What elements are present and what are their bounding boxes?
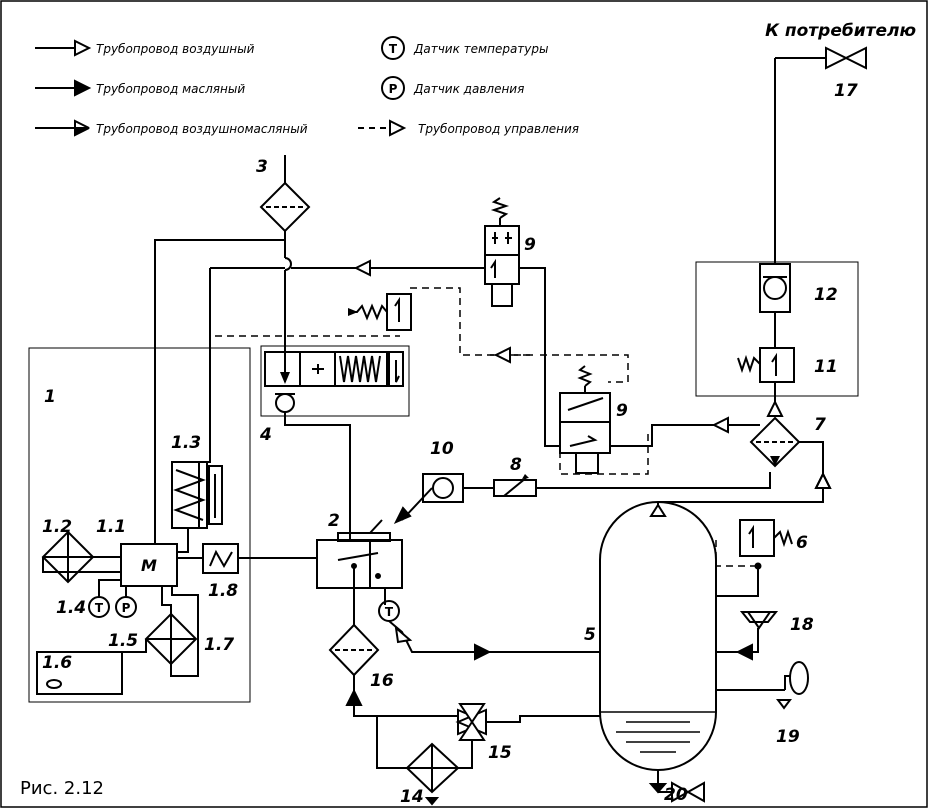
label-1-6: 1.6 [42,653,72,673]
outlet-frame [695,261,859,397]
label-2: 2 [328,511,340,531]
labels: 1 1.1 1.2 1.3 1.4 1.5 1.6 1.7 1.8 2 3 4 … [20,81,858,807]
pressure-sensor-icon [381,76,405,100]
label-3: 3 [256,157,268,177]
check-valve-4 [275,393,295,413]
sensor-p-1: P [122,601,131,615]
label-7: 7 [814,415,826,435]
label-1-3: 1.3 [171,433,201,453]
intake-filter-3 [259,155,311,382]
solenoid-valve-9-upper [484,197,560,447]
temperature-sensor-icon [381,36,405,60]
label-12: 12 [814,285,838,305]
label-1-8: 1.8 [208,581,238,601]
motor-box [120,543,178,587]
label-1-4: 1.4 [56,598,86,618]
label-4: 4 [259,425,272,445]
label-10: 10 [430,439,454,459]
legend-air: Трубопровод воздушный [96,42,255,56]
label-9-lower: 9 [616,401,628,421]
legend-pressure: Датчик давления [413,82,524,96]
separator-tank-5 [599,471,832,803]
inlet-valve-frame [260,345,410,417]
label-8: 8 [510,455,522,475]
outlet-block [695,46,867,476]
motor-letter: M [141,556,157,575]
sensor-t-1: T [95,601,104,615]
valve-17 [825,46,849,70]
label-1-2: 1.2 [42,517,72,537]
label-15: 15 [488,743,512,763]
safety-valve-6 [739,519,775,557]
legend: Трубопровод воздушный Трубопровод маслян… [35,36,579,137]
control-arrow [493,346,511,364]
label-1-7: 1.7 [204,635,234,655]
relief-valve [348,293,412,331]
sensor-t-2: T [385,605,394,619]
min-pressure-valve-11 [759,347,795,383]
label-5: 5 [584,625,596,645]
label-14: 14 [400,787,424,807]
legend-oil: Трубопровод масляный [96,82,245,96]
drain-valve-20 [671,781,691,803]
control-lines [215,287,758,567]
legend-temp-symbol: T [389,42,398,56]
legend-control: Трубопровод управления [418,122,579,136]
motor-unit-block: M T P [28,239,317,703]
label-17: 17 [834,81,858,101]
solenoid-valve-9-lower [559,365,760,474]
label-20: 20 [664,785,688,805]
motor-unit-frame [28,347,251,703]
legend-temp: Датчик температуры [413,42,548,56]
level-indicator-19 [789,661,809,695]
label-9-upper: 9 [524,235,536,255]
legend-air-oil: Трубопровод воздушномасляный [96,122,308,136]
label-19: 19 [776,727,800,747]
legend-pressure-symbol: P [389,82,398,96]
inlet-valve-4 [260,345,410,540]
compressor-2: T [316,519,600,661]
oil-fill-18 [739,611,779,623]
figure-caption: Рис. 2.12 [20,778,104,799]
label-1-1: 1.1 [96,517,126,537]
label-1-5: 1.5 [108,631,138,651]
label-16: 16 [370,671,394,691]
label-18: 18 [790,615,814,635]
label-11: 11 [814,357,838,377]
element-1-3 [171,461,208,529]
label-6: 6 [796,533,808,553]
label-1: 1 [44,387,56,407]
consumer-title: К потребителю [765,21,916,41]
element-1-3-side [208,465,223,525]
